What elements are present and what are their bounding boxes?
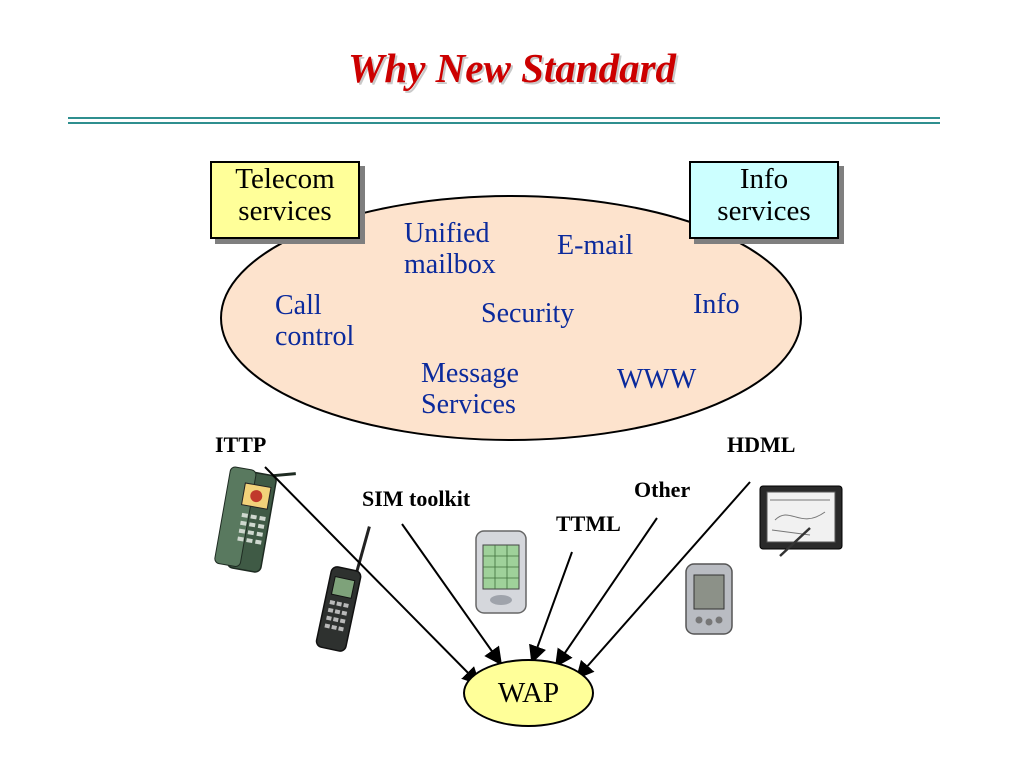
email-label: E-mail [557, 230, 634, 261]
ttml-arrow [529, 551, 573, 664]
call-control-line1: Call [275, 290, 322, 321]
call-control-line2: control [275, 321, 355, 352]
info-services-box: Info services [689, 161, 839, 239]
tablet-icon [759, 485, 843, 557]
www-label: WWW [617, 364, 697, 395]
unified-mailbox-line2: mailbox [404, 249, 496, 280]
title-divider-bottom [68, 122, 940, 124]
telecom-services-box: Telecom services [210, 161, 360, 239]
sim-toolkit-arrow [401, 523, 503, 666]
wap-hub: WAP [463, 659, 594, 727]
pda-icon [475, 530, 527, 614]
message-services-label: Message Services [421, 358, 519, 420]
phone-icon [214, 466, 296, 573]
sim-toolkit-label: SIM toolkit [362, 486, 471, 511]
telecom-box-line1: Telecom [235, 163, 335, 195]
call-control-label: Call control [275, 290, 354, 352]
title-divider-top [68, 117, 940, 119]
hdml-label: HDML [727, 432, 796, 457]
services-ellipse [220, 195, 802, 441]
palm-pda-icon [685, 563, 733, 635]
ttml-label: TTML [556, 511, 621, 536]
ittp-label: ITTP [215, 432, 267, 457]
info-box-line2: services [717, 195, 811, 227]
security-label: Security [481, 298, 575, 329]
info-box-line1: Info [739, 163, 789, 195]
telecom-box-line2: services [238, 195, 332, 227]
message-services-line2: Services [421, 389, 516, 420]
ittp-arrow [264, 466, 481, 686]
info-label: Info [693, 289, 740, 320]
mobile-phone-icon [315, 526, 371, 652]
hdml-arrow [575, 481, 751, 680]
message-services-line1: Message [421, 358, 519, 389]
page-title: Why New Standard [347, 45, 677, 91]
other-label: Other [634, 477, 691, 502]
unified-mailbox-line1: Unified [404, 218, 490, 249]
unified-mailbox-label: Unified mailbox [404, 218, 496, 280]
other-arrow [554, 517, 658, 668]
